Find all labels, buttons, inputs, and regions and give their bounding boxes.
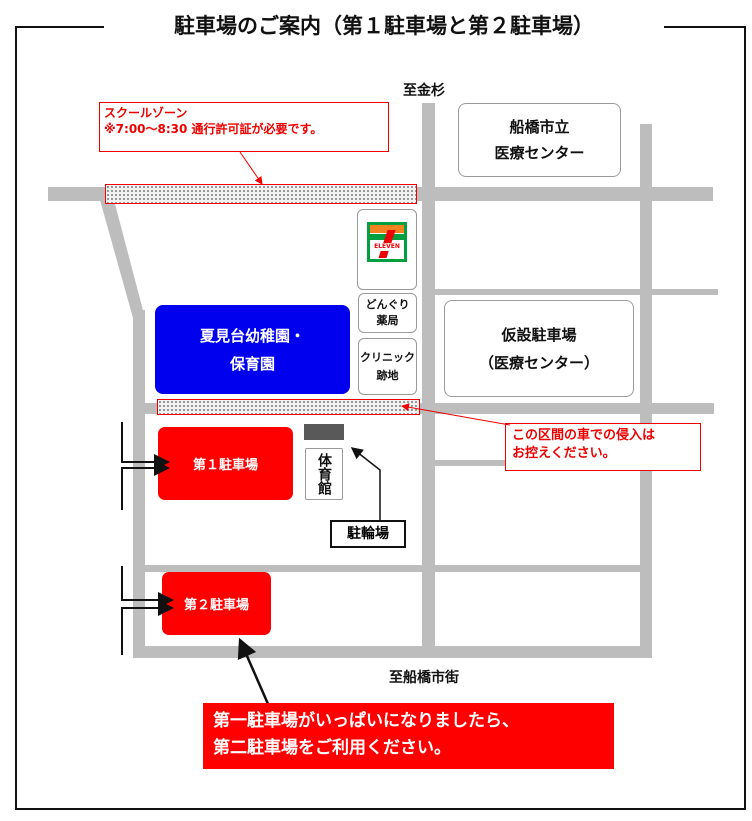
gym-building: 体育館 <box>305 448 343 500</box>
kindergarten-building: 夏見台幼稚園・ 保育園 <box>155 305 350 394</box>
school-zone-title: スクールゾーン <box>104 106 188 120</box>
hospital-label-line1: 船橋市立 <box>509 118 570 136</box>
clinic-label-line1: クリニック <box>360 350 415 364</box>
school-zone-note: ※7:00～8:30 通行許可証が必要です。 <box>104 122 323 136</box>
bicycle-parking-text: 駐輪場 <box>347 526 389 542</box>
parking-lot-2-label: 第２駐車場 <box>183 598 249 613</box>
donguri-label-line2: 薬局 <box>376 314 399 327</box>
road-middle-horizontal <box>133 403 714 414</box>
clinic-site: クリニック 跡地 <box>358 338 417 395</box>
lot1-entry-line-upper <box>121 422 170 470</box>
school-zone-strip-top <box>105 184 417 204</box>
parking-lot-1-label: 第１駐車場 <box>192 458 258 473</box>
hospital-building: 船橋市立 医療センター <box>458 103 621 177</box>
bicycle-parking-pointer <box>350 447 381 520</box>
seven-eleven-logo-icon: ELEVEN <box>367 222 407 262</box>
temp-parking-lot: 仮設駐車場 （医療センター） <box>444 300 634 397</box>
no-entry-note-line1: この区間の車での侵入は <box>512 428 656 443</box>
donguri-pharmacy: どんぐり 薬局 <box>358 293 417 333</box>
school-zone-pointer <box>239 151 263 185</box>
gym-label: 体育館 <box>316 453 332 495</box>
overflow-notice-banner: 第一駐車場がいっぱいになりましたら、 第二駐車場をご利用ください。 <box>203 703 614 769</box>
donguri-label-line1: どんぐり <box>365 298 410 311</box>
seven-eleven-store: ELEVEN <box>357 209 417 290</box>
no-entry-strip <box>157 399 420 415</box>
lot1-entry-line-lower <box>121 460 170 510</box>
hospital-label-line2: 医療センター <box>494 144 585 162</box>
seven-eleven-logo-text: ELEVEN <box>371 243 403 251</box>
south-direction-label: 至船橋市街 <box>389 670 459 686</box>
parking-lot-1: 第１駐車場 <box>158 427 293 500</box>
bicycle-parking-label: 駐輪場 <box>330 520 406 548</box>
banner-pointer <box>237 637 270 705</box>
road-right-vertical <box>640 124 652 658</box>
road-lower-horizontal <box>133 565 425 572</box>
no-entry-note-line2: お控えください。 <box>512 446 616 461</box>
road-main-vertical <box>422 103 435 658</box>
kindergarten-label-line2: 保育園 <box>229 354 275 373</box>
no-entry-callout: この区間の車での侵入は お控えください。 <box>505 423 701 471</box>
north-direction-label: 至金杉 <box>403 83 445 99</box>
parking-lot-2: 第２駐車場 <box>162 572 271 635</box>
no-entry-pointer <box>401 403 511 426</box>
school-zone-callout: スクールゾーン ※7:00～8:30 通行許可証が必要です。 <box>99 102 389 152</box>
kindergarten-label-line1: 夏見台幼稚園・ <box>199 326 305 345</box>
road-bottom-horizontal <box>133 646 652 658</box>
clinic-label-line2: 跡地 <box>376 368 399 382</box>
banner-line1: 第一駐車場がいっぱいになりましたら、 <box>213 711 519 731</box>
bicycle-parking-marker <box>304 424 344 440</box>
road-right-upper-horizontal <box>435 289 718 295</box>
temp-parking-label-line1: 仮設駐車場 <box>501 325 577 344</box>
road-right-bottom-horizontal <box>435 565 640 572</box>
lot2-entry-line-lower <box>121 600 174 655</box>
banner-line2: 第二駐車場をご利用ください。 <box>213 738 451 758</box>
map-title: 駐車場のご案内（第１駐車場と第２駐車場） <box>104 8 664 44</box>
lot2-entry-line-upper <box>121 566 174 608</box>
temp-parking-label-line2: （医療センター） <box>478 353 599 372</box>
